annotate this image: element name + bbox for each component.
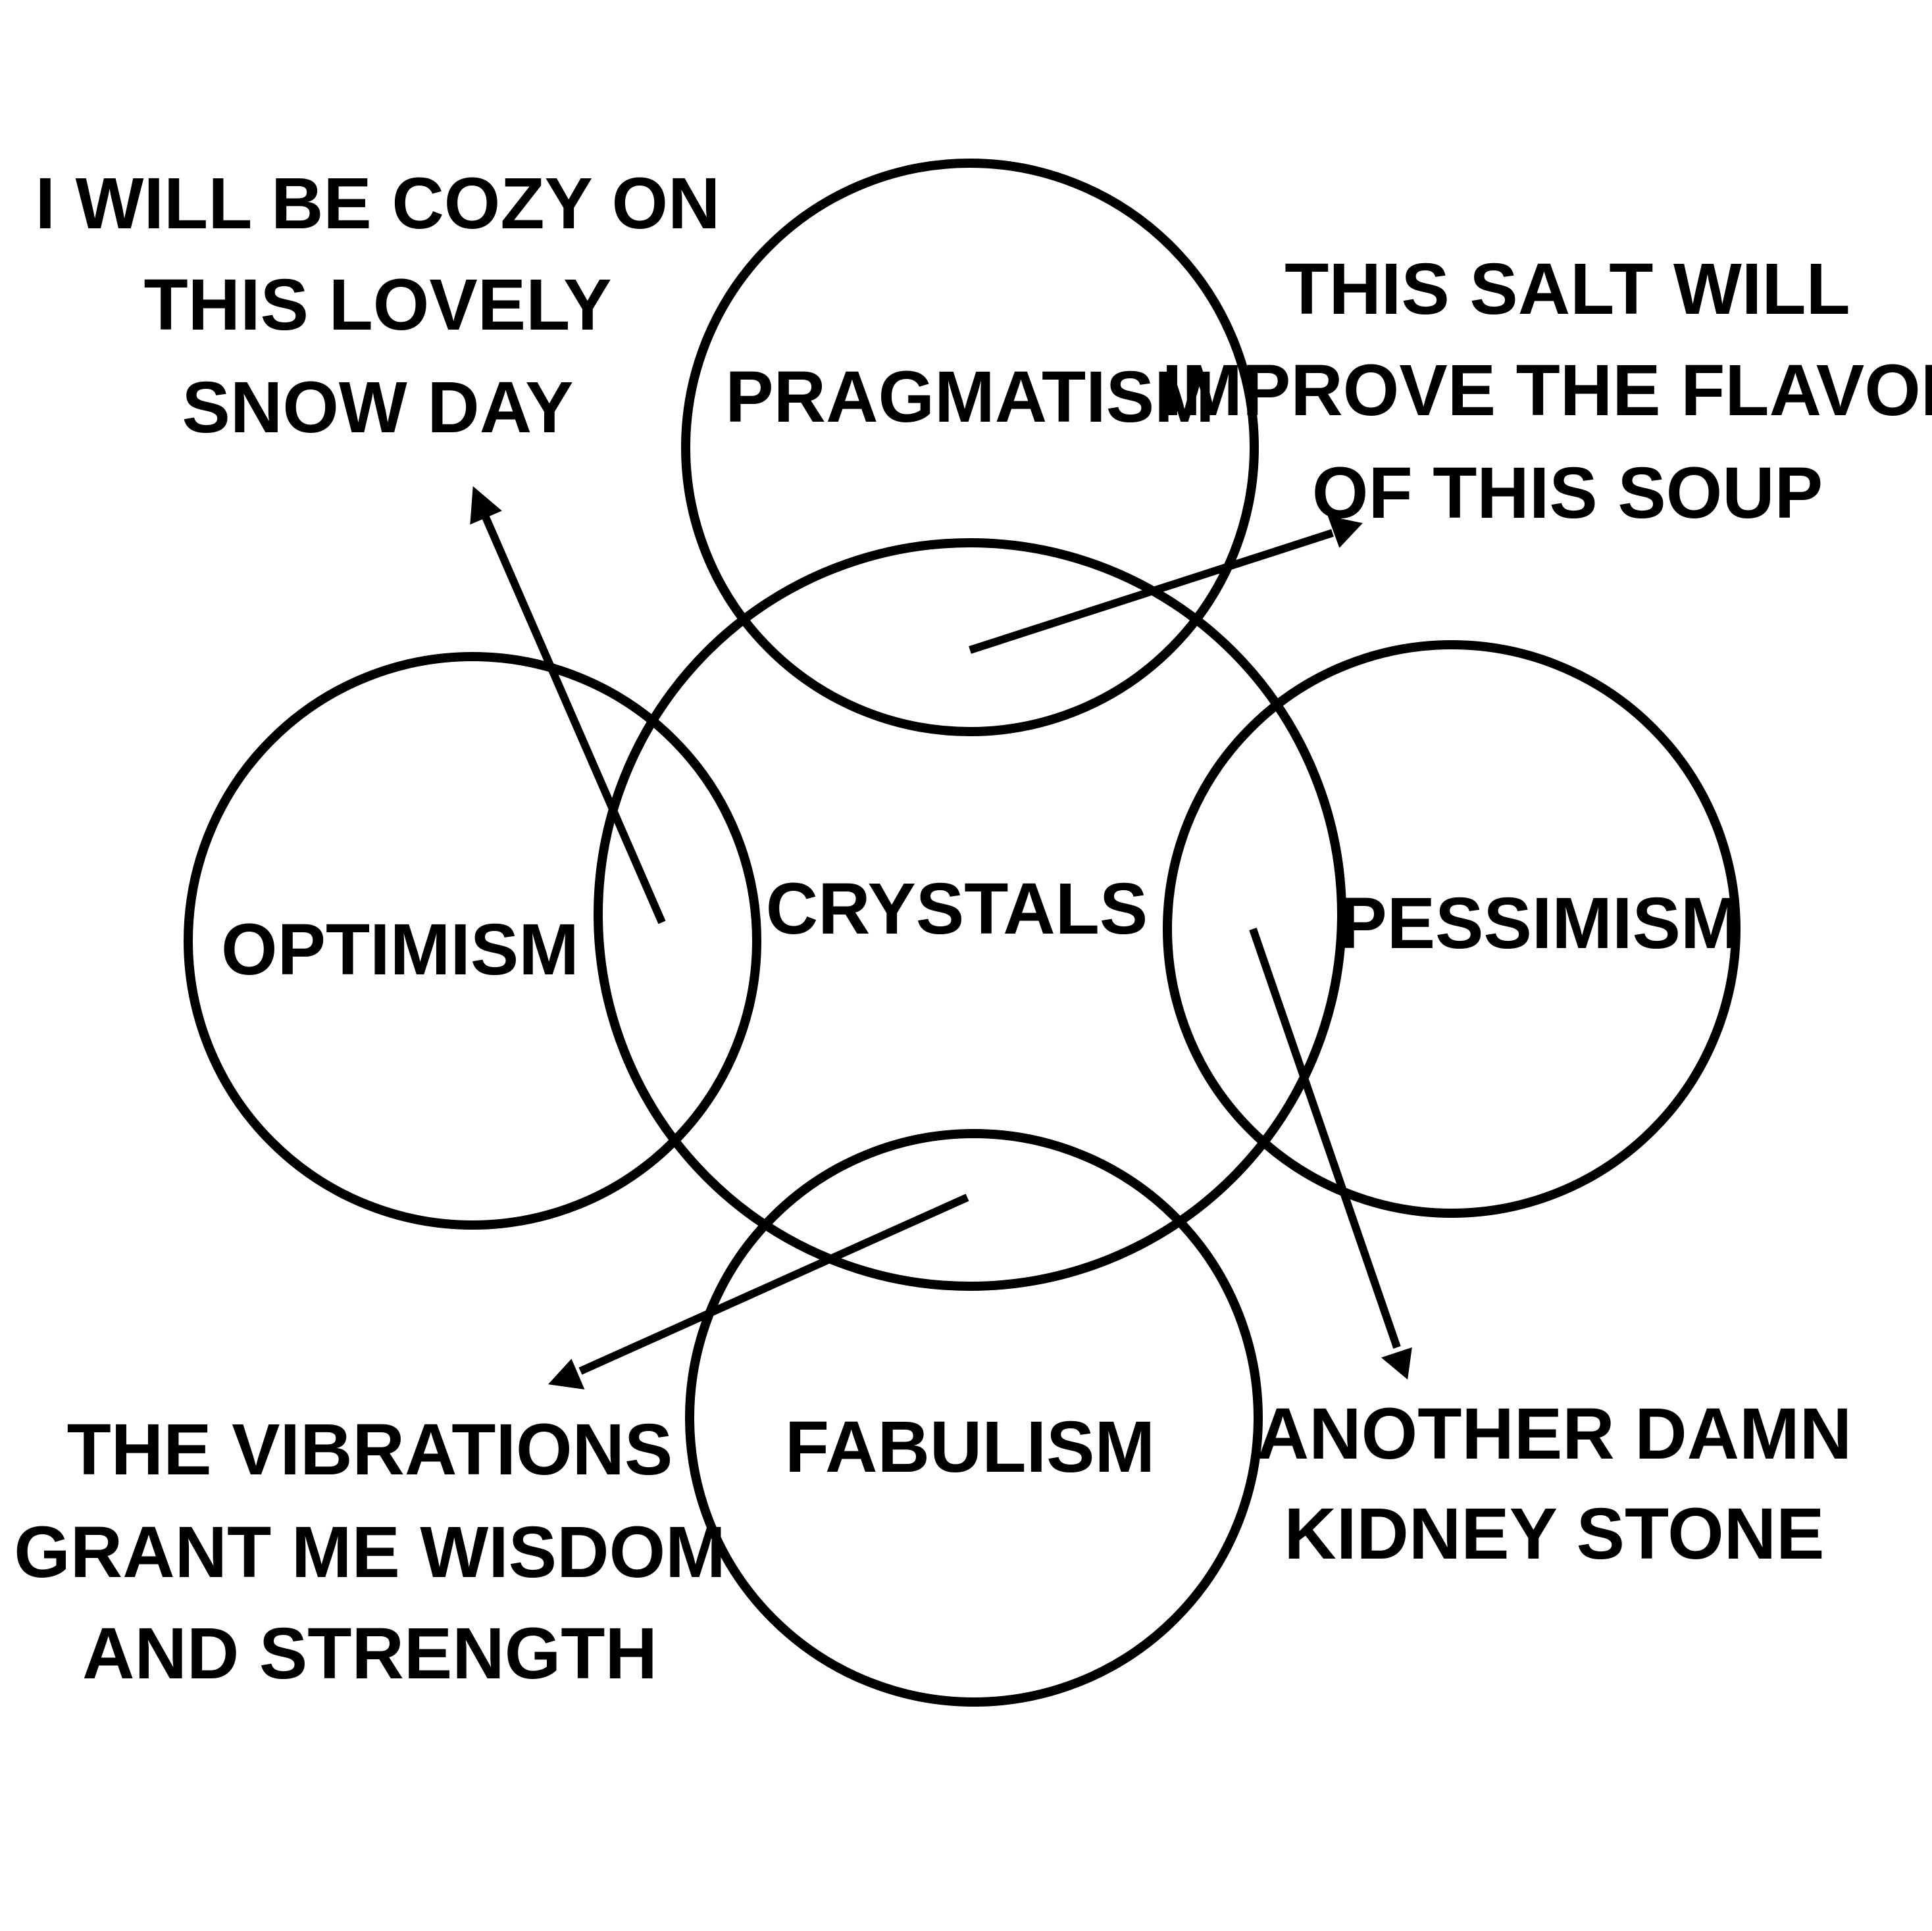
pragmatism-label: PRAGMATISM	[725, 357, 1214, 438]
fabulism-note-line-2: GRANT ME WISDOM	[14, 1512, 726, 1593]
fabulism-circle	[685, 1129, 1263, 1707]
optimism-note-line-2: THIS LOVELY	[143, 264, 611, 345]
pragmatism-note-line-1: THIS SALT WILL	[1284, 249, 1850, 330]
pragmatism-arrow-line	[969, 529, 1334, 654]
pessimism-note-line-2: KIDNEY STONE	[1284, 1493, 1824, 1574]
optimism-arrow-line	[482, 515, 666, 924]
pessimism-note-line-1: ANOTHER DAMN	[1257, 1393, 1852, 1474]
crystals-label: CRYSTALS	[766, 868, 1148, 949]
optimism-note-line-1: I WILL BE COZY ON	[36, 163, 721, 244]
pragmatism-circle	[681, 159, 1259, 736]
fabulism-arrow-head	[547, 1359, 585, 1390]
crystals-circle	[594, 538, 1346, 1291]
optimism-arrow-head	[470, 486, 502, 525]
pessimism-label: PESSIMISM	[1338, 883, 1741, 964]
pragmatism-note-line-3: OF THIS SOUP	[1312, 453, 1823, 534]
optimism-note-line-3: SNOW DAY	[182, 367, 574, 448]
pragmatism-note-line-2: IMPROVE THE FLAVOR	[1162, 350, 1932, 431]
pessimism-arrow-line	[1249, 928, 1401, 1349]
fabulism-note-line-3: AND STRENGTH	[82, 1613, 657, 1694]
pessimism-circle	[1163, 640, 1741, 1218]
pessimism-arrow-head	[1381, 1347, 1412, 1380]
fabulism-note-line-1: THE VIBRATIONS	[67, 1409, 673, 1490]
pragmatism-arrow-head	[1327, 515, 1363, 548]
fabulism-label: FABULISM	[785, 1407, 1155, 1488]
optimism-label: OPTIMISM	[221, 909, 579, 990]
optimism-circle	[184, 652, 761, 1230]
fabulism-arrow-line	[578, 1193, 969, 1375]
